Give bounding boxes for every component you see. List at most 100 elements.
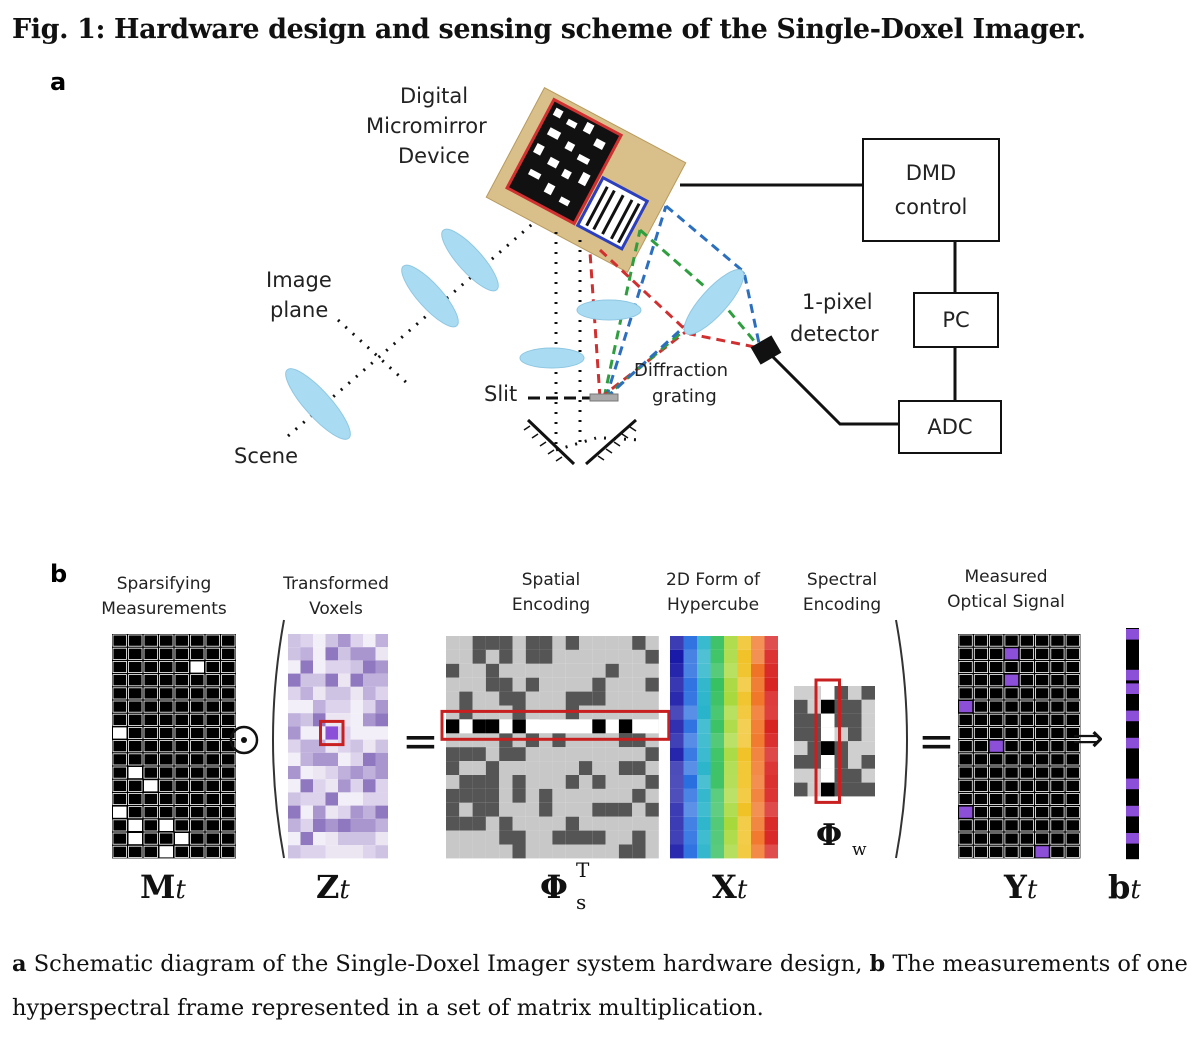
matrix-cell	[174, 634, 189, 647]
matrix-cell	[1065, 753, 1080, 766]
matrix-cell	[959, 701, 973, 713]
matrix-cell	[579, 788, 593, 803]
matrix-cell	[174, 753, 189, 766]
matrix-cell	[499, 663, 513, 678]
matrix-cell	[205, 806, 220, 819]
matrix-cell	[325, 832, 338, 846]
hypercube-cell	[683, 830, 697, 845]
matrix-cell	[288, 766, 301, 780]
matrix-cell	[525, 802, 540, 817]
spectral-label-line-1: Spectral	[806, 570, 878, 590]
matrix-cell	[592, 830, 606, 845]
matrix-cell	[989, 793, 1004, 806]
matrix-cell	[834, 741, 848, 755]
matrix-cell	[605, 830, 619, 845]
matrix-cell	[300, 805, 313, 819]
matrix-cell	[1019, 727, 1034, 740]
matrix-cell	[1004, 727, 1019, 740]
matrix-cell	[1050, 727, 1065, 740]
matrix-cell	[973, 845, 988, 858]
matrix-cell	[579, 663, 593, 678]
matrix-cell	[499, 816, 513, 831]
matrix-cell	[221, 832, 236, 845]
matrix-cell	[989, 661, 1004, 674]
matrix-cell	[834, 713, 848, 728]
matrix-cell	[848, 727, 862, 742]
matrix-cell	[159, 674, 174, 687]
matrix-cell	[288, 832, 301, 846]
matrix-cell	[1035, 713, 1050, 726]
matrix-cell	[143, 647, 158, 660]
matrix-cell	[512, 844, 526, 859]
hypercube-cell	[764, 830, 778, 845]
matrix-cell	[1065, 819, 1080, 832]
hypercube-cell	[724, 816, 738, 831]
matrix-cell	[861, 713, 875, 728]
matrix-cell	[1065, 727, 1080, 740]
matrix-cell	[288, 752, 301, 766]
vector-cell	[1126, 710, 1139, 722]
matrix-cell	[565, 649, 579, 664]
matrix-cell	[499, 788, 513, 803]
matrix-cell	[605, 663, 619, 678]
matrix-cell	[144, 780, 158, 792]
matrix-cell	[363, 647, 376, 661]
hypercube-cell	[764, 844, 778, 859]
collimating-lens	[576, 299, 642, 321]
matrix-cell	[313, 739, 326, 753]
highlighted-voxel	[325, 726, 338, 740]
matrix-cell	[485, 761, 500, 775]
matrix-cell	[221, 753, 236, 766]
matrix-cell	[350, 726, 363, 740]
matrix-cell	[1035, 740, 1050, 753]
symbol-Y-sub: t	[1026, 875, 1038, 905]
hypercube-cell	[710, 830, 724, 845]
matrix-cell	[565, 830, 579, 845]
matrix-cell	[958, 674, 973, 687]
hypercube-cell	[751, 636, 765, 650]
matrix-cell	[205, 845, 220, 858]
matrix-cell	[794, 713, 808, 728]
matrix-cell	[539, 747, 553, 762]
matrix-cell	[958, 819, 973, 832]
matrix-cell	[1019, 661, 1034, 674]
hypercube-cell	[683, 649, 697, 664]
spatial-label: Spatial Encoding	[496, 568, 606, 617]
matrix-cell	[300, 686, 313, 700]
matrix-cell	[159, 700, 174, 713]
matrix-cell	[338, 700, 351, 714]
voxel-highlight-box	[319, 719, 345, 747]
matrix-cell	[539, 677, 553, 692]
hypercube-cell	[737, 802, 751, 817]
matrix-cell	[375, 845, 388, 859]
spectral-column-cell	[821, 782, 835, 797]
matrix-cell	[174, 806, 189, 819]
hypercube-cell	[724, 775, 738, 789]
matrix-cell	[485, 747, 500, 762]
matrix-cell	[1019, 819, 1034, 832]
hypercube-cell	[670, 649, 684, 664]
matrix-cell	[1004, 687, 1019, 700]
hypercube-cell	[764, 691, 778, 706]
matrix-cell	[485, 663, 500, 678]
matrix-cell	[1065, 700, 1080, 713]
symbol-M-sub: t	[175, 875, 186, 905]
matrix-cell	[618, 761, 633, 775]
matrix-cell	[1065, 687, 1080, 700]
hypercube-cell	[724, 747, 738, 762]
matrix-cell	[143, 661, 158, 674]
matrix-cell	[605, 775, 619, 789]
matrix-cell	[128, 845, 143, 858]
matrix-cell	[205, 766, 220, 779]
spectral-column-cell	[821, 727, 835, 742]
matrix-cell	[313, 686, 326, 700]
matrix-cell	[375, 752, 388, 766]
matrix-cell	[1035, 753, 1050, 766]
hypercube-cell	[737, 816, 751, 831]
matrix-cell	[565, 761, 579, 775]
matrix-cell	[174, 727, 189, 740]
matrix-cell	[300, 832, 313, 846]
matrix-cell	[1050, 832, 1065, 845]
hypercube-cell	[751, 747, 765, 762]
matrix-cell	[565, 747, 579, 762]
